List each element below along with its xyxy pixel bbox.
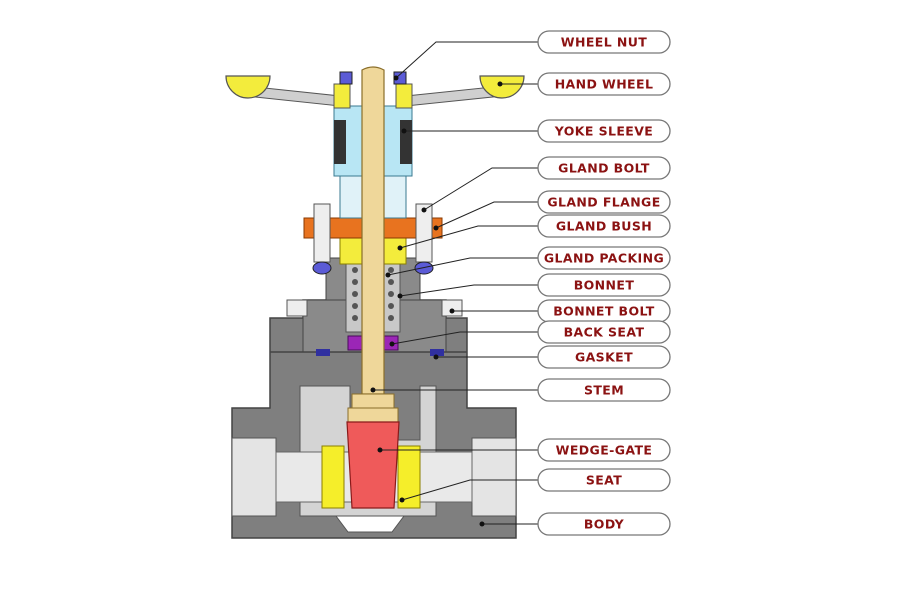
label-stem-text: STEM	[584, 383, 624, 398]
bonnet-bolt-left	[286, 299, 308, 317]
gasket-right	[430, 349, 444, 356]
gasket-left	[316, 349, 330, 356]
label-bonnet-bolt: BONNET BOLT	[537, 299, 671, 323]
gland-bolt-right	[415, 203, 433, 263]
hand-wheel-hub-right	[395, 83, 413, 109]
label-seat: SEAT	[537, 468, 671, 492]
right-socket	[471, 437, 517, 517]
label-bonnet-text: BONNET	[574, 278, 635, 293]
label-bonnet: BONNET	[537, 273, 671, 297]
label-wedge-gate: WEDGE-GATE	[537, 438, 671, 462]
label-gland-bush-text: GLAND BUSH	[556, 219, 652, 234]
label-wheel-nut-text: WHEEL NUT	[561, 35, 647, 50]
label-body-text: BODY	[584, 517, 625, 532]
label-hand-wheel-text: HAND WHEEL	[555, 77, 654, 92]
stem-collar	[351, 393, 395, 409]
label-seat-text: SEAT	[586, 473, 622, 488]
label-back-seat-text: BACK SEAT	[564, 325, 645, 340]
left-socket	[231, 437, 277, 517]
label-hand-wheel: HAND WHEEL	[537, 72, 671, 96]
label-gland-bush: GLAND BUSH	[537, 214, 671, 238]
hand-wheel-right	[479, 75, 525, 99]
label-stem: STEM	[537, 378, 671, 402]
label-wheel-nut: WHEEL NUT	[537, 30, 671, 54]
label-body: BODY	[537, 512, 671, 536]
hand-wheel-hub-left	[333, 83, 351, 109]
label-gland-flange: GLAND FLANGE	[537, 190, 671, 214]
hand-wheel-left	[225, 75, 271, 99]
label-gland-packing: GLAND PACKING	[537, 246, 671, 270]
stem-assembly	[347, 66, 399, 423]
label-gland-packing-text: GLAND PACKING	[544, 251, 664, 266]
seat-ring-left	[321, 445, 345, 509]
label-yoke-sleeve: YOKE SLEEVE	[537, 119, 671, 143]
label-gland-flange-text: GLAND FLANGE	[547, 195, 660, 210]
label-bonnet-bolt-text: BONNET BOLT	[553, 304, 655, 319]
label-gland-bolt: GLAND BOLT	[537, 156, 671, 180]
wheel-nut-left	[339, 71, 353, 85]
label-back-seat: BACK SEAT	[537, 320, 671, 344]
wedge-gate	[346, 421, 400, 509]
gland-bolt-left	[313, 203, 331, 263]
label-wedge-gate-text: WEDGE-GATE	[556, 443, 653, 458]
gland-nut-left	[312, 261, 332, 275]
label-gland-bolt-text: GLAND BOLT	[558, 161, 650, 176]
bonnet-bolt-right	[441, 299, 463, 317]
seat-ring-right	[397, 445, 421, 509]
stem	[361, 66, 385, 395]
body-bottom-opening	[335, 515, 405, 533]
label-gasket: GASKET	[537, 345, 671, 369]
label-yoke-sleeve-text: YOKE SLEEVE	[554, 124, 653, 139]
stem-t-head	[347, 407, 399, 423]
leader-lines	[370, 41, 538, 527]
label-gasket-text: GASKET	[575, 350, 633, 365]
